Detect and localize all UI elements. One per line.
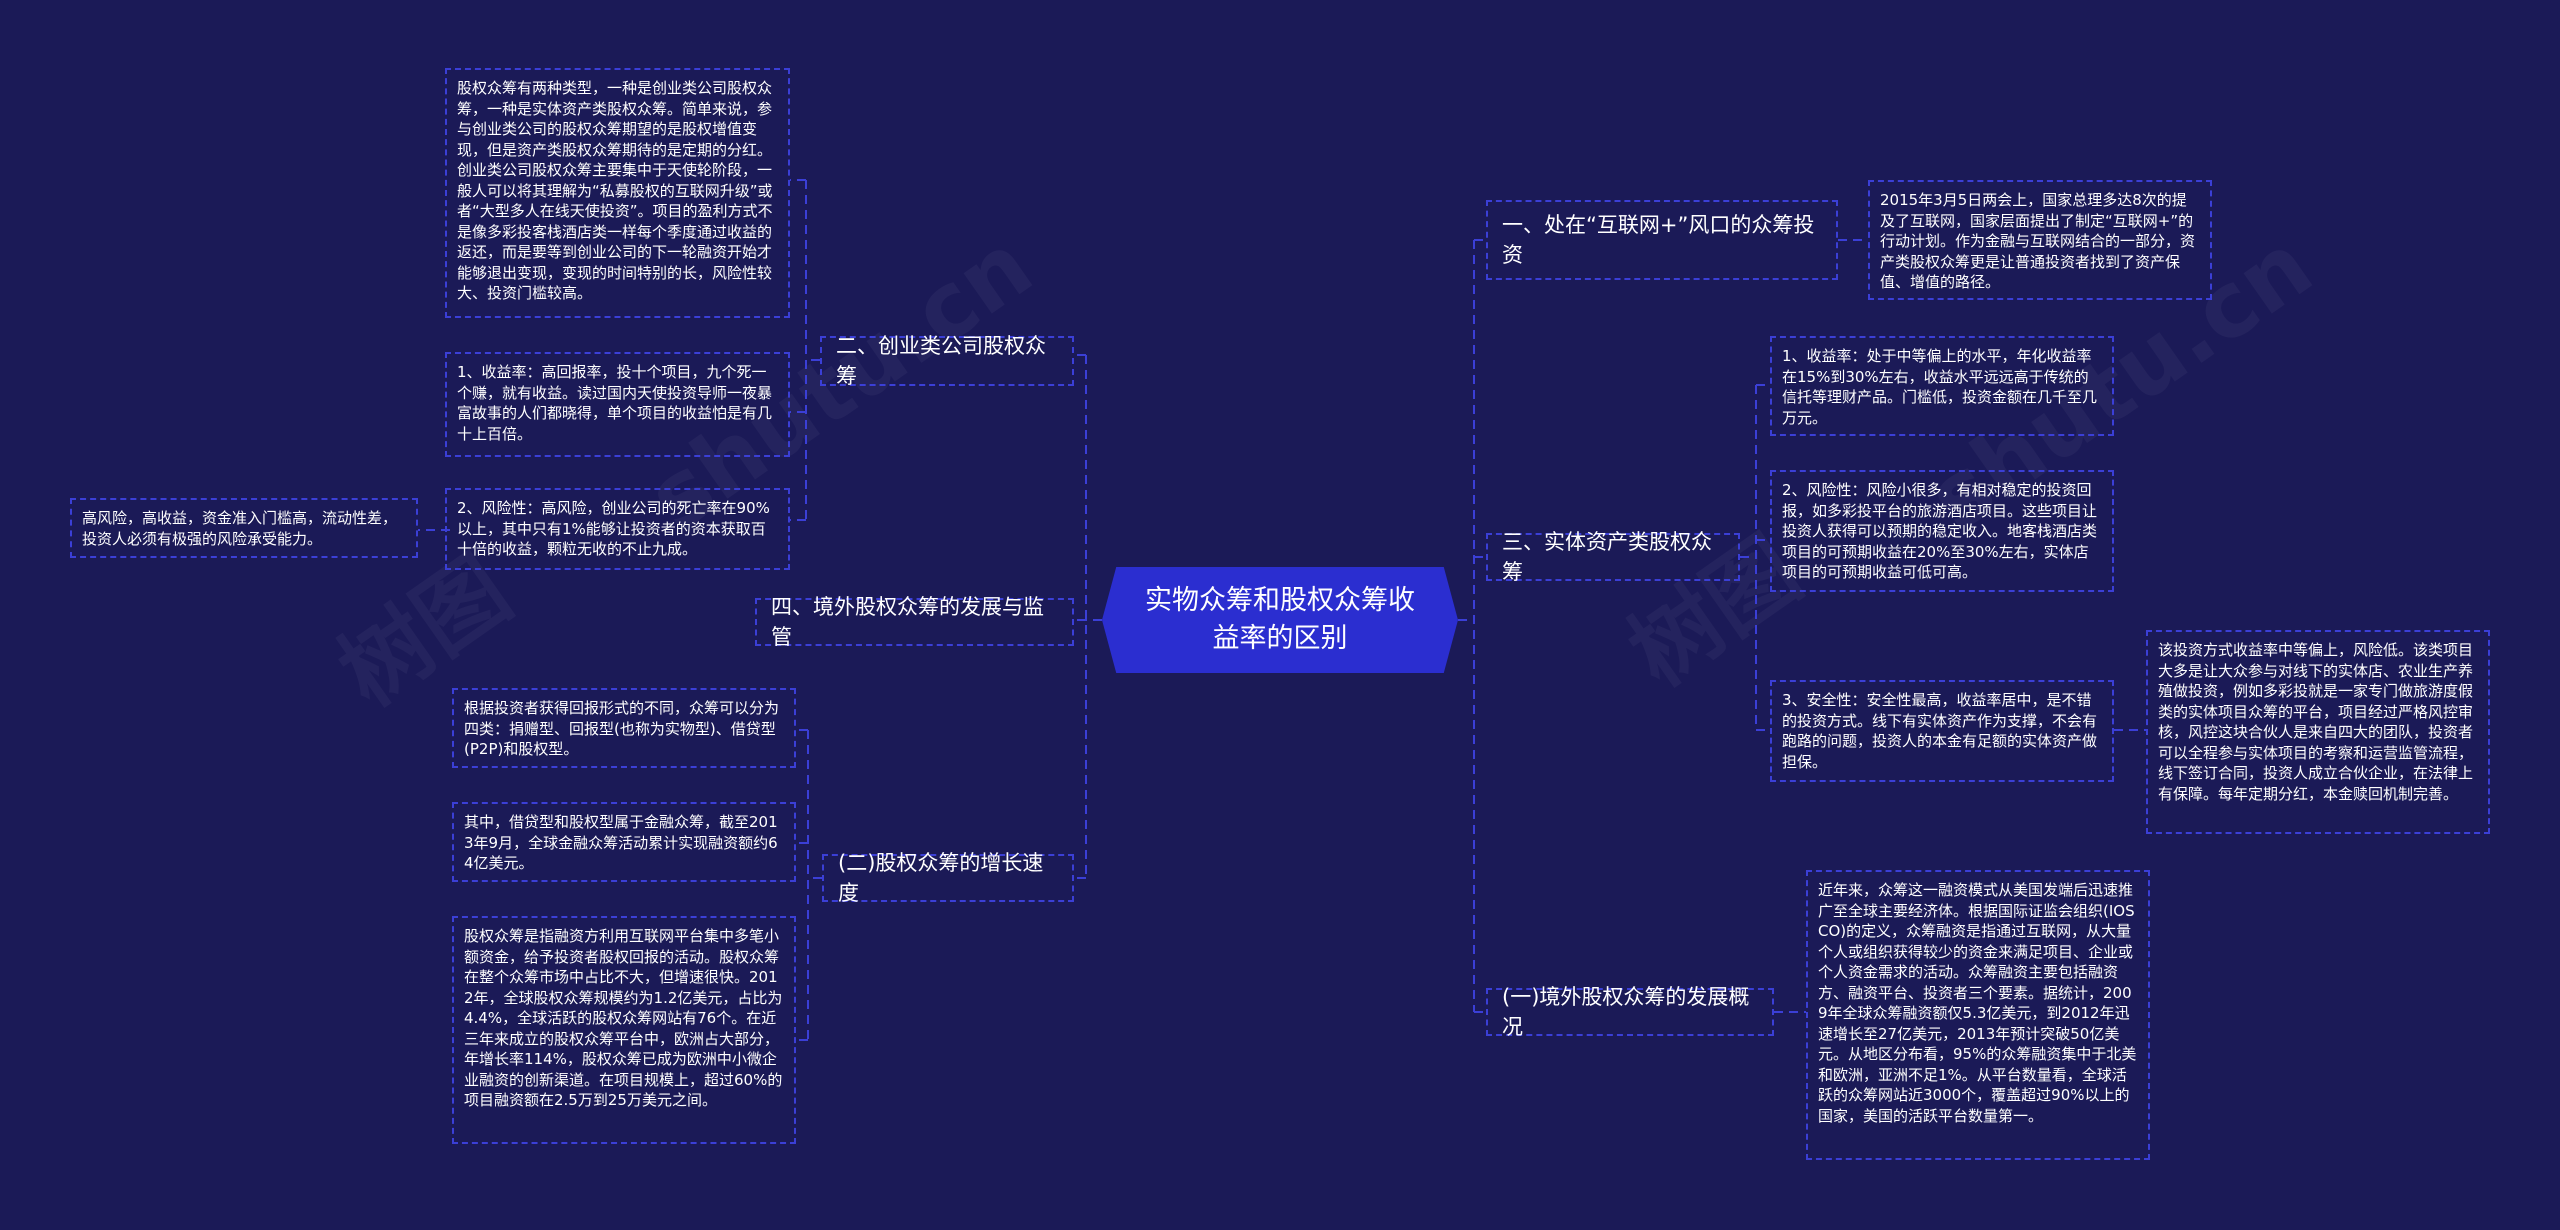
leaf-equity-types-overview[interactable]: 股权众筹有两种类型，一种是创业类公司股权众筹，一种是实体资产类股权众筹。简单来说… [445,68,790,318]
topic-physical-asset-equity[interactable]: 三、实体资产类股权众筹 [1486,530,1740,584]
topic-label: (二)股权众筹的增长速度 [838,851,1044,905]
leaf-text: 2、风险性：高风险，创业公司的死亡率在90%以上，其中只有1%能够让投资者的资本… [457,499,770,558]
leaf-asset-safety[interactable]: 3、安全性：安全性最高，收益率居中，是不错的投资方式。线下有实体资产作为支撑，不… [1770,680,2114,782]
leaf-text: 3、安全性：安全性最高，收益率居中，是不错的投资方式。线下有实体资产作为支撑，不… [1782,691,2098,771]
leaf-text: 1、收益率：处于中等偏上的水平，年化收益率在15%到30%左右，收益水平远远高于… [1782,347,2098,427]
leaf-text: 1、收益率：高回报率，投十个项目，九个死一个赚，就有收益。读过国内天使投资导师一… [457,363,773,443]
leaf-text: 股权众筹有两种类型，一种是创业类公司股权众筹，一种是实体资产类股权众筹。简单来说… [457,79,773,302]
topic-label: 三、实体资产类股权众筹 [1502,530,1712,584]
topic-overseas-development-regulation[interactable]: 四、境外股权众筹的发展与监管 [755,595,1074,649]
leaf-text: 近年来，众筹这一融资模式从美国发端后迅速推广至全球主要经济体。根据国际证监会组织… [1818,881,2137,1125]
leaf-asset-safety-detail[interactable]: 该投资方式收益率中等偏上，风险低。该类项目大多是让大众参与对线下的实体店、农业生… [2146,630,2490,834]
topic-startup-equity-crowdfunding[interactable]: 二、创业类公司股权众筹 [820,334,1074,388]
topic-label: 二、创业类公司股权众筹 [836,334,1046,388]
leaf-financial-crowdfunding-volume[interactable]: 其中，借贷型和股权型属于金融众筹，截至2013年9月，全球金融众筹活动累计实现融… [452,802,796,882]
topic-overseas-equity-overview[interactable]: (一)境外股权众筹的发展概况 [1486,985,1774,1039]
leaf-text: 其中，借贷型和股权型属于金融众筹，截至2013年9月，全球金融众筹活动累计实现融… [464,813,778,872]
leaf-text: 2015年3月5日两会上，国家总理多达8次的提及了互联网，国家层面提出了制定“互… [1880,191,2196,291]
leaf-text: 该投资方式收益率中等偏上，风险低。该类项目大多是让大众参与对线下的实体店、农业生… [2158,641,2474,803]
leaf-startup-return-rate[interactable]: 1、收益率：高回报率，投十个项目，九个死一个赚，就有收益。读过国内天使投资导师一… [445,352,790,457]
root-topic[interactable]: 实物众筹和股权众筹收益率的区别 [1102,567,1458,673]
topic-label: 四、境外股权众筹的发展与监管 [771,595,1044,649]
leaf-asset-return-rate[interactable]: 1、收益率：处于中等偏上的水平，年化收益率在15%到30%左右，收益水平远远高于… [1770,336,2114,436]
leaf-equity-crowdfunding-definition[interactable]: 股权众筹是指融资方利用互联网平台集中多笔小额资金，给予投资者股权回报的活动。股权… [452,916,796,1144]
topic-equity-growth-speed[interactable]: (二)股权众筹的增长速度 [822,851,1074,905]
leaf-text: 根据投资者获得回报形式的不同，众筹可以分为四类：捐赠型、回报型(也称为实物型)、… [464,699,780,758]
leaf-text: 股权众筹是指融资方利用互联网平台集中多笔小额资金，给予投资者股权回报的活动。股权… [464,927,783,1109]
leaf-crowdfunding-four-types[interactable]: 根据投资者获得回报形式的不同，众筹可以分为四类：捐赠型、回报型(也称为实物型)、… [452,688,796,768]
leaf-startup-risk[interactable]: 2、风险性：高风险，创业公司的死亡率在90%以上，其中只有1%能够让投资者的资本… [445,488,790,570]
leaf-high-risk-summary[interactable]: 高风险，高收益，资金准入门槛高，流动性差，投资人必须有极强的风险承受能力。 [70,498,418,558]
leaf-text: 2、风险性：风险小很多，有相对稳定的投资回报，如多彩投平台的旅游酒店项目。这些项… [1782,481,2098,581]
leaf-internet-plus-policy[interactable]: 2015年3月5日两会上，国家总理多达8次的提及了互联网，国家层面提出了制定“互… [1868,180,2212,300]
topic-internet-plus-investment[interactable]: 一、处在“互联网+”风口的众筹投资 [1486,200,1838,280]
topic-label: 一、处在“互联网+”风口的众筹投资 [1502,213,1815,267]
leaf-text: 高风险，高收益，资金准入门槛高，流动性差，投资人必须有极强的风险承受能力。 [82,509,398,548]
leaf-asset-risk[interactable]: 2、风险性：风险小很多，有相对稳定的投资回报，如多彩投平台的旅游酒店项目。这些项… [1770,470,2114,592]
topic-label: (一)境外股权众筹的发展概况 [1502,985,1750,1039]
leaf-global-crowdfunding-overview[interactable]: 近年来，众筹这一融资模式从美国发端后迅速推广至全球主要经济体。根据国际证监会组织… [1806,870,2150,1160]
root-topic-label: 实物众筹和股权众筹收益率的区别 [1145,585,1415,654]
